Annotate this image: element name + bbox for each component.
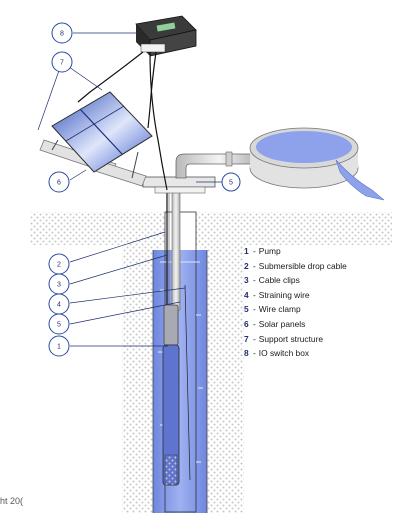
svg-text:5: 5	[57, 322, 61, 329]
switch-box	[135, 15, 197, 57]
legend-item: 2-Submersible drop cable	[244, 260, 347, 271]
callout-7: 7	[51, 51, 73, 73]
leader-lines	[37, 32, 223, 347]
svg-text:2: 2	[57, 262, 61, 269]
svg-text:8: 8	[60, 31, 64, 38]
legend: 1-Pump 2-Submersible drop cable 3-Cable …	[244, 244, 394, 361]
cables	[77, 51, 168, 191]
callout-5: 5	[48, 313, 70, 335]
legend-label: Wire clamp	[258, 304, 301, 315]
copyright-text: ht 20(	[0, 496, 24, 506]
legend-item: 4-Straining wire	[244, 289, 310, 300]
callout-5-top: 5	[221, 172, 241, 192]
water-reservoir	[249, 127, 385, 201]
callout-3: 3	[48, 273, 70, 295]
callouts: 8 7 6 5 2 3 4 5	[48, 22, 241, 357]
svg-text:1: 1	[57, 344, 61, 351]
legend-label: Cable clips	[258, 275, 300, 286]
callout-8: 8	[51, 22, 73, 44]
pump-assembly	[162, 189, 191, 486]
callout-6: 6	[48, 171, 70, 193]
svg-text:3: 3	[57, 282, 61, 289]
legend-label: Support structure	[258, 333, 324, 344]
legend-item: 7-Support structure	[244, 333, 324, 344]
legend-item: 8-IO switch box	[244, 348, 310, 359]
svg-text:4: 4	[57, 302, 61, 309]
svg-text:5: 5	[229, 180, 233, 187]
legend-label: Straining wire	[258, 289, 310, 300]
svg-text:6: 6	[57, 180, 61, 187]
legend-item: 5-Wire clamp	[244, 304, 301, 315]
legend-label: Solar panels	[258, 318, 306, 329]
svg-text:7: 7	[60, 60, 64, 67]
solar-panels	[39, 91, 153, 187]
legend-label: IO switch box	[258, 348, 310, 359]
legend-item: 3-Cable clips	[244, 275, 300, 286]
legend-item: 6-Solar panels	[244, 318, 306, 329]
callout-2: 2	[48, 253, 70, 275]
legend-label: Submersible drop cable	[258, 260, 347, 271]
callout-1: 1	[48, 335, 70, 357]
legend-item: 1-Pump	[244, 246, 281, 256]
callout-4: 4	[48, 293, 70, 315]
pump-body	[163, 304, 179, 346]
legend-label: Pump	[258, 246, 281, 256]
